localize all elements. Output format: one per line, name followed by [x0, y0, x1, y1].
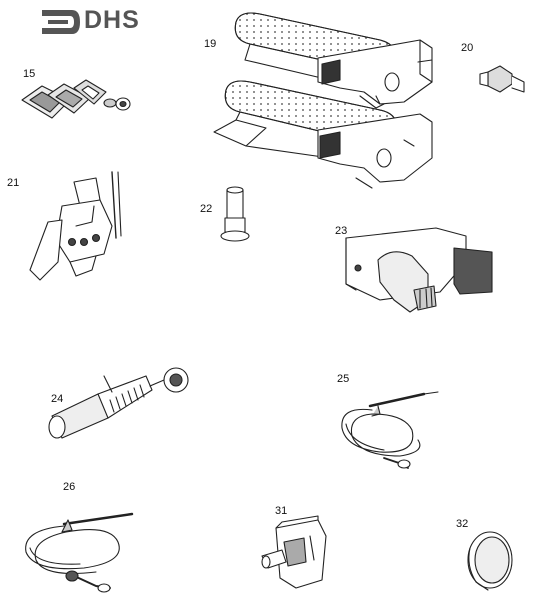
gas-valve-drawing	[345, 227, 493, 313]
part-number-15: 15	[23, 68, 36, 80]
injector-drawing	[479, 65, 525, 93]
part-number-31: 31	[275, 505, 288, 517]
brand-name: DHS	[84, 6, 140, 34]
thermostat-control-drawing	[261, 515, 327, 589]
burner-lower-drawing	[213, 80, 433, 189]
piezo-igniter-drawing	[48, 367, 189, 439]
part-number-20: 20	[461, 42, 474, 54]
dhs-logo	[42, 10, 80, 34]
part-number-24: 24	[51, 393, 64, 405]
thermocouple-drawing	[341, 391, 439, 469]
part-number-26: 26	[63, 481, 76, 493]
part-number-25: 25	[337, 373, 350, 385]
part-number-22: 22	[200, 203, 213, 215]
gasket-set-drawing	[21, 79, 131, 119]
pilot-assembly-drawing	[29, 171, 122, 281]
burner-upper-drawing	[234, 12, 433, 109]
part-number-19: 19	[204, 38, 217, 50]
part-number-21: 21	[7, 177, 20, 189]
part-number-32: 32	[456, 518, 469, 530]
control-knob-drawing	[467, 531, 513, 591]
pilot-injector-drawing	[220, 186, 250, 242]
thermocouple-long-drawing	[25, 512, 134, 593]
part-number-23: 23	[335, 225, 348, 237]
